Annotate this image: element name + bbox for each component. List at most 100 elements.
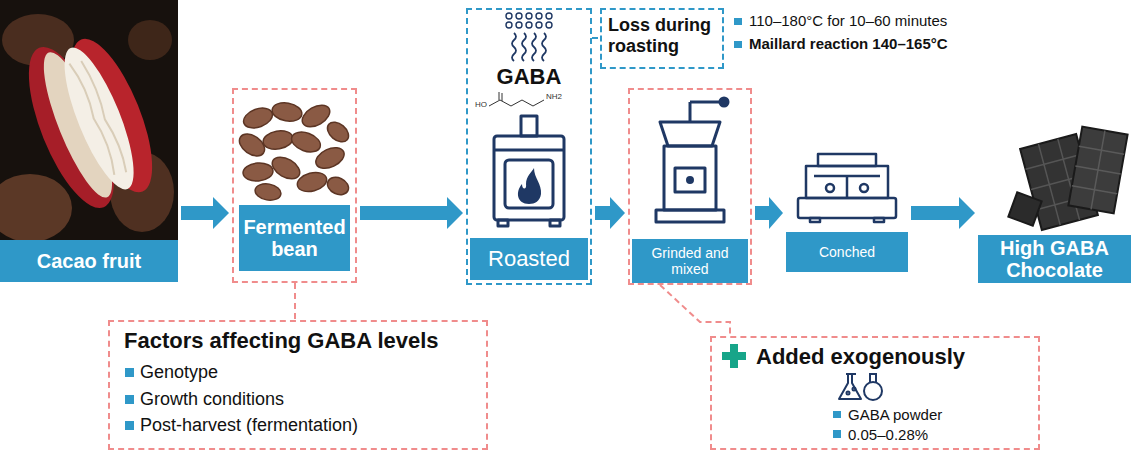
bullet-item: 0.05–0.28% [832, 425, 1030, 445]
steam-icon-part [546, 13, 552, 19]
gaba-structure [489, 92, 544, 106]
flask-icon-part [864, 382, 882, 400]
stove-icon-part [521, 116, 537, 136]
steam-icon-part [526, 22, 532, 28]
stage-box: Grinded and mixed [628, 88, 752, 285]
stove-icon-part [494, 149, 564, 152]
block-arrow [911, 197, 975, 229]
grinder-icon-part [690, 101, 720, 104]
steam-icon-part [536, 22, 542, 28]
gaba-structure-part [499, 92, 500, 100]
steam-icon-part [506, 13, 512, 19]
dashed-connector [295, 283, 296, 320]
box-label: Conched [786, 232, 908, 272]
image-box: Conched [786, 150, 908, 272]
flask-icon-part [839, 374, 861, 399]
stage-box: Fermented bean [232, 88, 357, 283]
cacao-beans-part [242, 162, 273, 183]
block-arrow [595, 197, 625, 229]
cacao-beans-part [325, 174, 352, 198]
bullet-item: Growth conditions [124, 388, 472, 411]
block-arrow [181, 197, 229, 229]
box-heading: Factors affecting GABA levels [124, 328, 472, 353]
chocolate-bars-part-part [1068, 127, 1127, 214]
grinder-icon-part [688, 178, 693, 183]
chocolate-bars-part [1068, 127, 1127, 214]
atom-label: HO [475, 101, 487, 109]
bullet-note: Maillard reaction 140–165°C [733, 35, 948, 53]
steam-icon-part [512, 33, 516, 61]
stove-icon-part [494, 136, 564, 220]
conche-machine-part [798, 198, 896, 218]
steam-icon [506, 13, 552, 61]
label-holder: 110–180°C for 10–60 minutes [733, 12, 947, 30]
cacao-photo-part-part [69, 62, 118, 175]
grinder-icon-part [656, 210, 724, 222]
block-arrow-shape [911, 197, 975, 229]
block-arrow-shape [360, 197, 463, 229]
cacao-photo-part-part [51, 40, 147, 197]
factor-box: Factors affecting GABA levelsGenotypeGro… [108, 320, 488, 450]
steam-icon-part [526, 13, 532, 19]
atom-label: NH2 [546, 93, 562, 101]
stove-icon-part [505, 160, 553, 208]
block-arrow [360, 197, 463, 229]
cacao-photo-part [0, 174, 72, 240]
cacao-beans-part [269, 153, 304, 184]
conche-machine-part [806, 166, 888, 198]
cacao-photo-part [128, 20, 172, 60]
cacao-beans-part [241, 104, 275, 131]
block-arrow-shape [755, 197, 783, 229]
plus-sign-part [722, 352, 746, 360]
block-arrow [755, 197, 783, 229]
note-box: Loss during roasting [600, 8, 724, 69]
image-box: High GABA Chocolate [978, 120, 1131, 283]
grinder-icon-part [689, 102, 692, 122]
grinder-icon-part [664, 146, 716, 210]
cacao-beans-part [262, 129, 295, 152]
cacao-beans-part [295, 169, 329, 194]
label-holder: Maillard reaction 140–165°C [733, 35, 948, 53]
bullet-item: Genotype [124, 361, 472, 384]
cacao-beans [235, 101, 352, 203]
stove-icon [494, 116, 564, 226]
chocolate-bars-part-part [1068, 127, 1127, 214]
flask-icon-part [847, 392, 850, 395]
block-arrow-shape [595, 197, 625, 229]
bullet-note: 110–180°C for 10–60 minutes [733, 12, 947, 30]
cacao-photo [0, 0, 178, 240]
dashed-connector [660, 285, 730, 336]
steam-icon-part [536, 13, 542, 19]
cacao-photo-part-part [81, 60, 129, 172]
steam-icon-part [542, 33, 546, 61]
conche-machine-part [826, 184, 834, 192]
gaba-structure-part [489, 100, 544, 106]
cacao-beans-part [271, 101, 304, 124]
steam-icon-part [506, 22, 512, 28]
bullet-item: GABA powder [832, 405, 1030, 425]
box-heading: GABA [470, 64, 588, 89]
conche-machine-part [860, 184, 868, 192]
steam-icon-part [516, 13, 522, 19]
gaba-structure-part [502, 93, 503, 101]
flask-icon-part [853, 388, 856, 391]
dashed-connector [592, 38, 600, 39]
stove-icon-part [498, 220, 508, 226]
cacao-beans-part [313, 144, 348, 173]
chocolate-bars [1008, 127, 1127, 230]
dashed-line [294, 283, 296, 320]
addition-box: Added exogenouslyGABA powder0.05–0.28% [710, 336, 1040, 450]
bullet-item: Post-harvest (fermentation) [124, 414, 472, 437]
conche-machine-part [818, 154, 876, 166]
label-holder: NH2 [546, 93, 562, 101]
image-box: Cacao fruit [0, 0, 178, 282]
steam-icon-part [522, 33, 526, 61]
box-heading: Loss during roasting [608, 15, 716, 56]
grinder-icon [656, 98, 728, 222]
cacao-beans-part [289, 128, 323, 155]
chocolate-bars-part [1008, 192, 1041, 225]
